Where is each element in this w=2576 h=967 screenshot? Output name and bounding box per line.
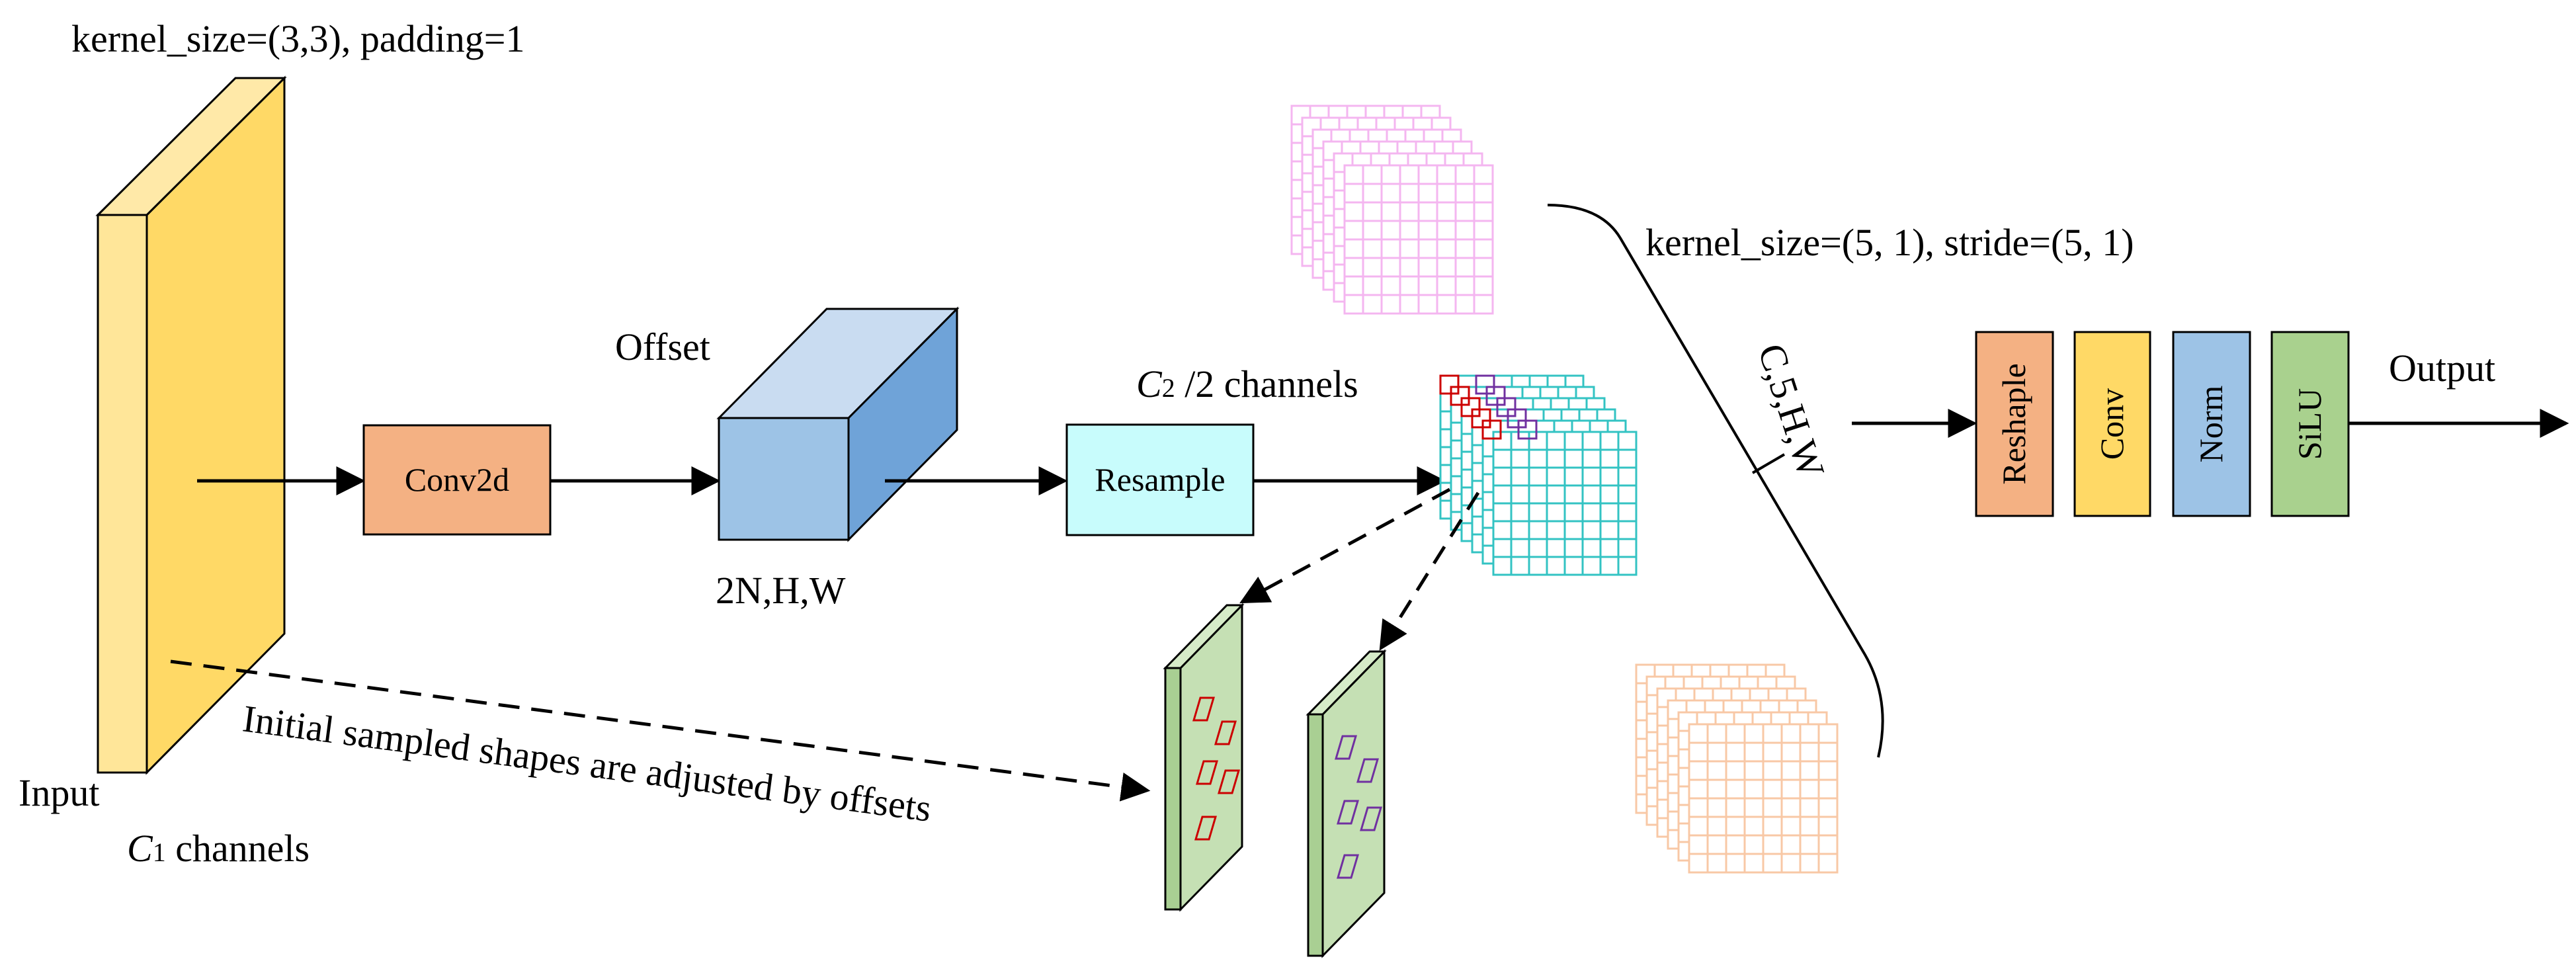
purple-sample-shape-1 xyxy=(1334,735,1358,760)
purple-sample-shape-4 xyxy=(1359,806,1383,831)
cyan-grid-highlight-cell-6 xyxy=(1496,397,1517,417)
plate-purple-top xyxy=(1306,650,1387,716)
plate-purple-shapes xyxy=(1306,649,1387,958)
offset-side-face xyxy=(847,306,958,542)
plate-red-top xyxy=(1163,604,1245,669)
conv2d-block: Conv2d xyxy=(362,424,552,536)
resample-box xyxy=(1065,423,1255,536)
norm-box xyxy=(2172,331,2251,517)
cyan-grid-highlight-cell-2 xyxy=(1475,374,1495,395)
pink-grid-sheet-6-lines xyxy=(1345,165,1493,314)
cyan-grid-highlight-cell-7 xyxy=(1471,408,1491,429)
cyan-grid-highlight-cell-5 xyxy=(1460,397,1481,417)
offset-label: Offset xyxy=(615,325,710,368)
resample-label: Resample xyxy=(1095,461,1225,498)
input-slab-top xyxy=(95,77,287,216)
conv2d-box xyxy=(362,424,552,536)
c5hw-label: C,5,H,W xyxy=(1750,339,1833,483)
conv-label: Conv xyxy=(2093,388,2130,460)
red-sample-shape-4 xyxy=(1217,769,1241,794)
norm-block: Norm xyxy=(2172,331,2251,517)
purple-sample-shape-5 xyxy=(1336,854,1360,879)
c1-channels-label: C1 channels xyxy=(127,827,310,870)
cyan-grid-highlight-cell-1 xyxy=(1439,374,1460,395)
reshape-block: Reshaple xyxy=(1975,331,2054,517)
input-slab-side xyxy=(97,214,148,774)
plate-red-shapes xyxy=(1163,603,1245,912)
cyan-grid-highlight-cell-4 xyxy=(1485,386,1506,406)
red-sample-shape-5 xyxy=(1194,816,1218,841)
cyan-grid-sheet-6 xyxy=(1492,431,1638,576)
peach-grid-stack xyxy=(1635,663,1839,874)
conv-block: Conv xyxy=(2073,331,2151,517)
cyan-grid-highlight-cell-8 xyxy=(1507,408,1527,429)
red-sample-shape-2 xyxy=(1214,720,1237,745)
c1-subscript: 1 xyxy=(153,837,166,867)
pink-grid-sheet-6 xyxy=(1343,164,1494,315)
red-sample-shape-1 xyxy=(1192,696,1216,722)
c2-channels-label: C2 /2 channels xyxy=(1136,362,1358,405)
resample-block: Resample xyxy=(1065,423,1255,536)
c1-rest: channels xyxy=(166,827,310,870)
offset-shape-label: 2N,H,W xyxy=(716,569,846,612)
output-label: Output xyxy=(2389,347,2495,390)
pink-grid-stack xyxy=(1290,105,1494,315)
dashed-caption: Initial sampled shapes are adjusted by o… xyxy=(240,696,934,829)
peach-grid-sheet-6 xyxy=(1688,723,1839,874)
cyan-grid-sheet-6-lines xyxy=(1493,432,1636,575)
offset-cuboid xyxy=(716,306,960,542)
kernel-size-label-top: kernel_size=(3,3), padding=1 xyxy=(71,17,525,60)
norm-label: Norm xyxy=(2192,386,2229,463)
cyan-grid-highlight-cell-3 xyxy=(1450,386,1470,406)
input-feature-map xyxy=(95,75,287,775)
grouping-bracket xyxy=(1547,204,1884,758)
cyan-grid-highlight-cell-10 xyxy=(1517,419,1538,440)
plate-red-edge xyxy=(1164,667,1182,911)
input-label: Input xyxy=(19,771,99,814)
c2-letter: C xyxy=(1136,362,1163,405)
silu-block: SiLU xyxy=(2270,331,2350,517)
kernel-size-label-right: kernel_size=(5, 1), stride=(5, 1) xyxy=(1645,221,2134,264)
plate-purple-edge xyxy=(1307,713,1324,957)
red-sample-shapes xyxy=(1192,696,1241,841)
purple-sample-shape-3 xyxy=(1336,800,1360,825)
reshape-label: Reshaple xyxy=(1995,363,2032,484)
bracket-tick xyxy=(1751,453,1786,474)
cyan-grid-stack xyxy=(1439,374,1638,576)
purple-sample-shapes xyxy=(1334,735,1383,879)
c2-rest: /2 channels xyxy=(1175,362,1358,405)
reshape-box xyxy=(1975,331,2054,517)
red-sample-shape-3 xyxy=(1195,760,1219,785)
peach-grid-sheet-6-lines xyxy=(1689,724,1837,872)
conv-box xyxy=(2073,331,2151,517)
c1-letter: C xyxy=(127,827,153,870)
c2-subscript: 2 xyxy=(1162,373,1175,403)
purple-sample-shape-2 xyxy=(1356,758,1380,783)
cyan-grid-highlight-cell-9 xyxy=(1481,419,1502,440)
dashed-arrow-to-red-plate xyxy=(1239,487,1451,604)
offset-front-face xyxy=(718,417,850,541)
conv2d-label: Conv2d xyxy=(405,461,509,498)
silu-label: SiLU xyxy=(2291,388,2328,460)
